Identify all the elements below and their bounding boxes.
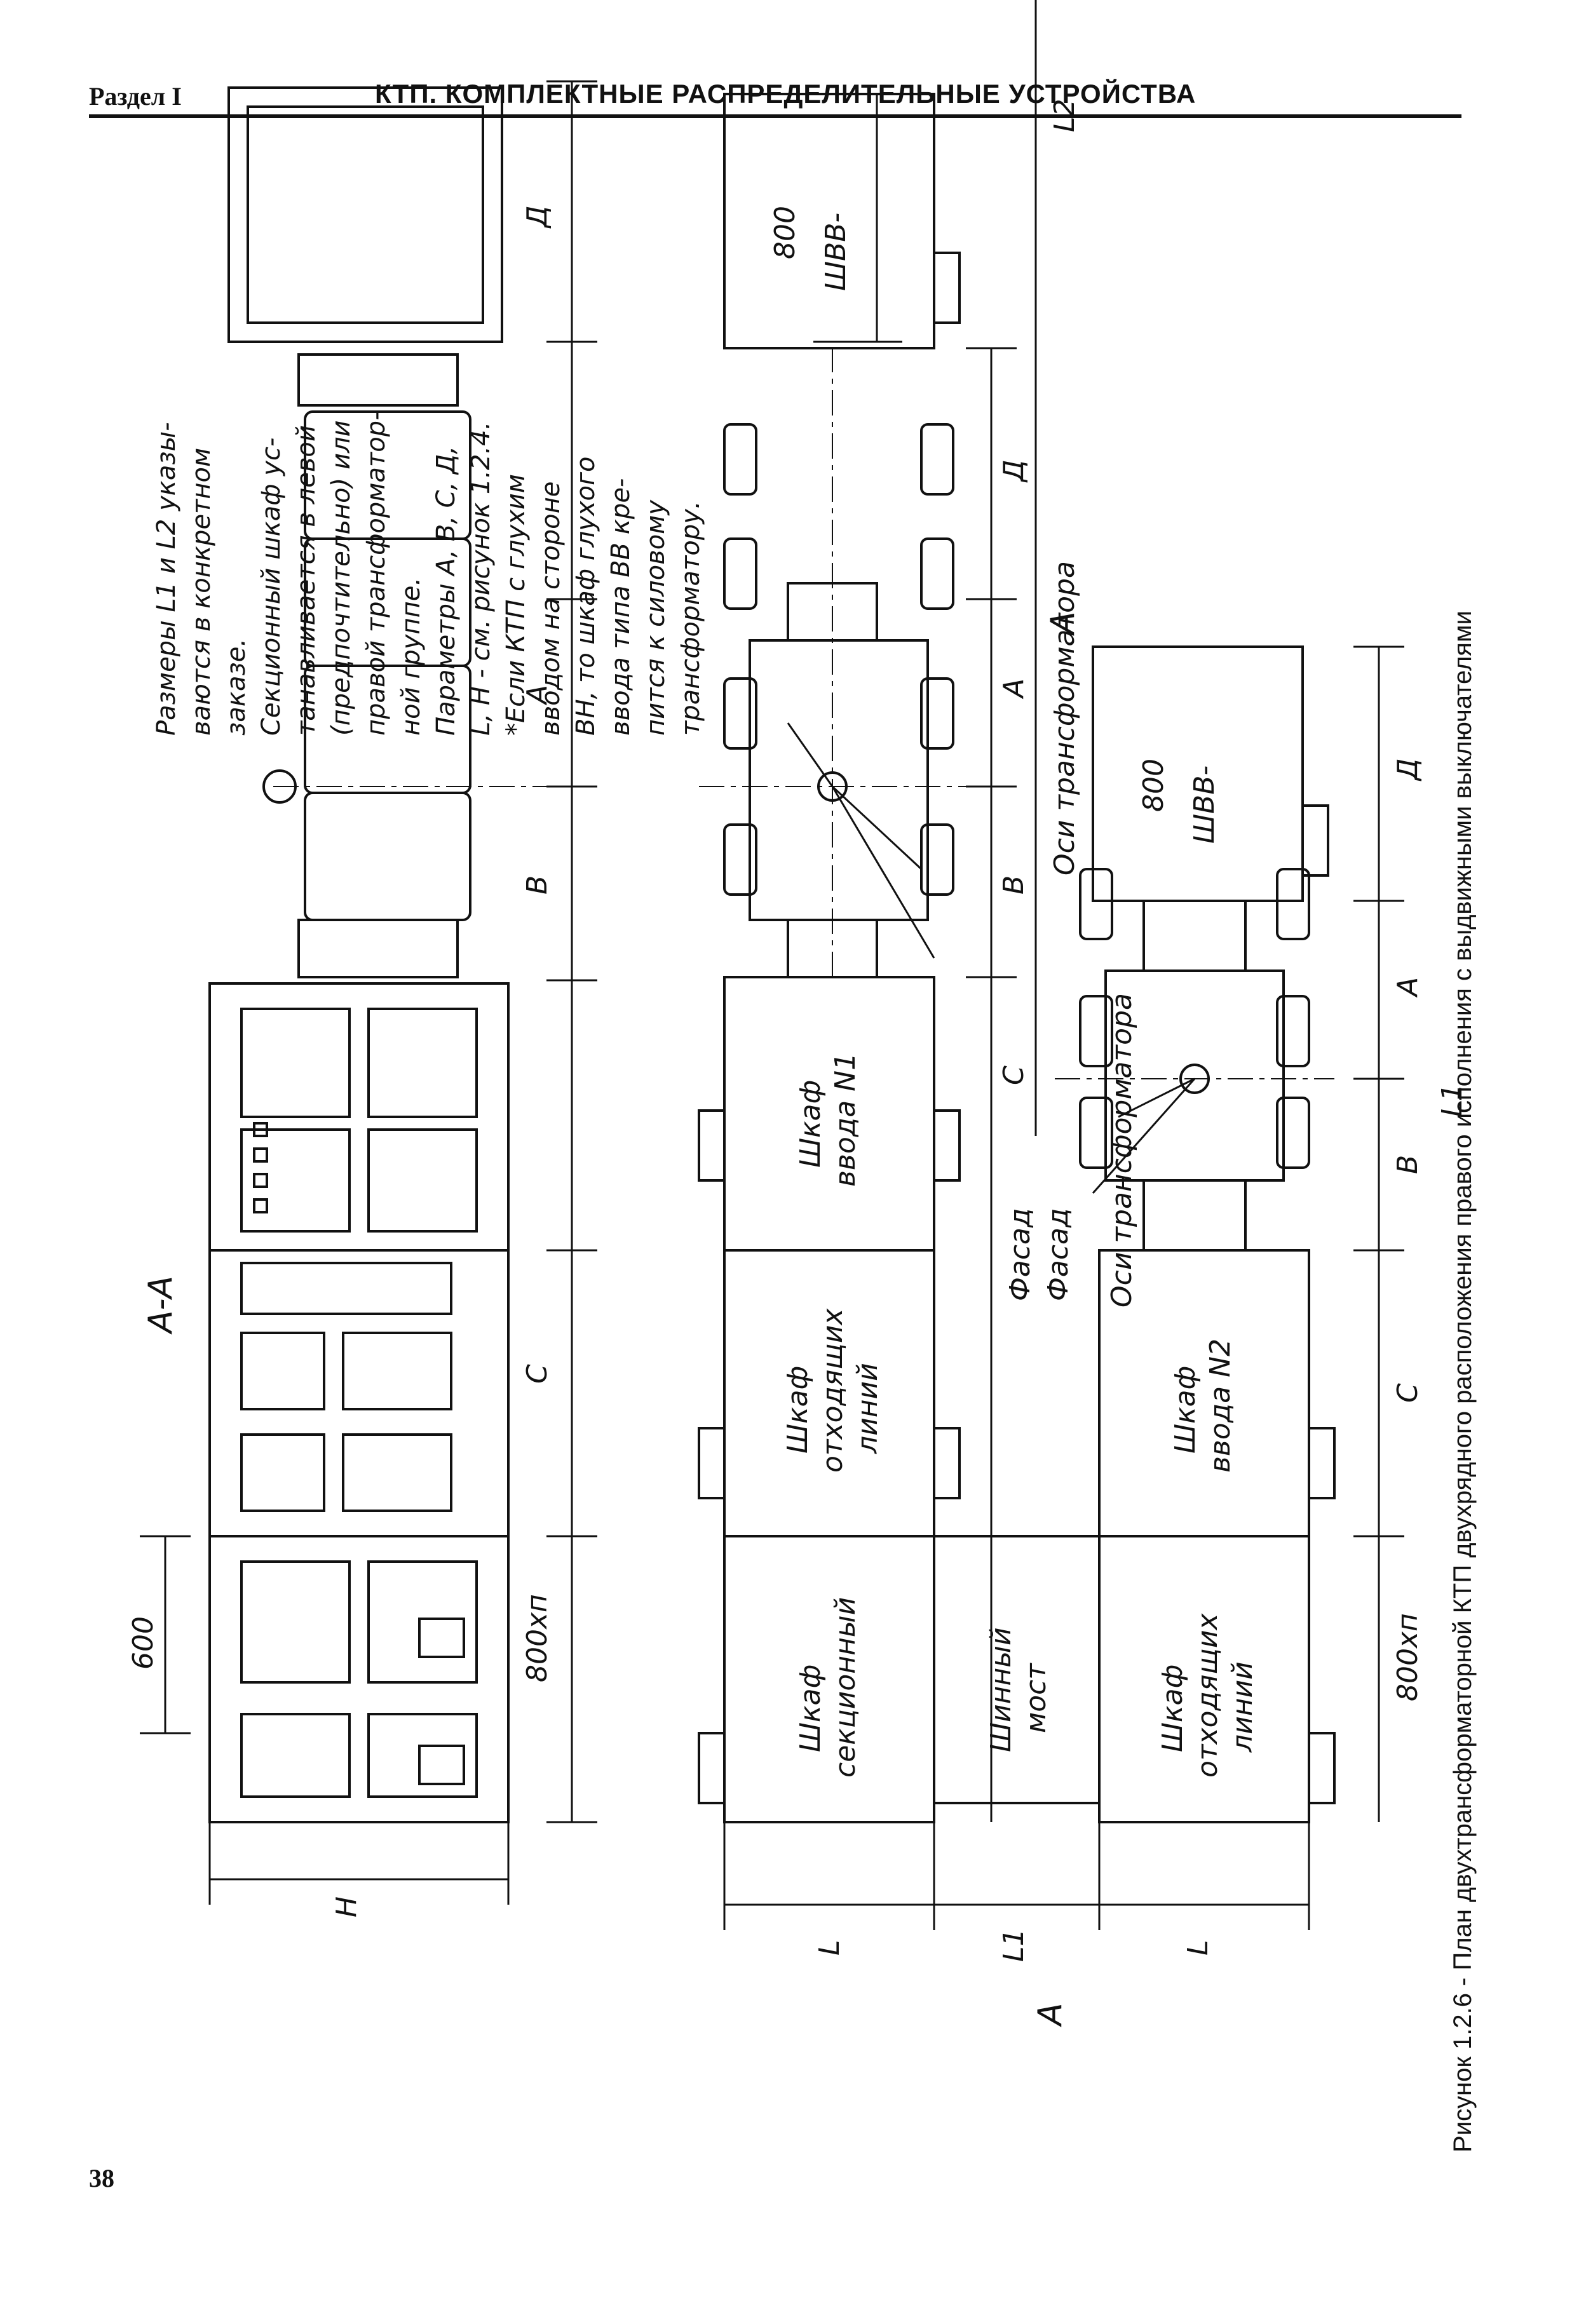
cab-input2-label: ввода N2 xyxy=(1204,1339,1237,1473)
dim-b: В xyxy=(1392,1155,1424,1174)
cab-outgoing-label: Шкаф xyxy=(782,1366,814,1454)
shvv-label: ШВВ- xyxy=(1188,766,1221,844)
cab-outgoing-label: отходящих xyxy=(1191,1613,1224,1778)
dim-a: А xyxy=(1392,977,1424,998)
dim-l: L xyxy=(1182,1940,1214,1956)
plan-row-2-labels: Шинный мост Шкаф отходящих линий Шкаф вв… xyxy=(813,611,1468,2027)
dim-l: L xyxy=(813,1940,846,1956)
plan-row-1-labels: Шкаф секционный Шкаф отходящих линий Шка… xyxy=(769,98,1081,1778)
note-line: трансформатору. xyxy=(676,501,705,736)
dim-c: С xyxy=(1392,1383,1424,1403)
dim-c: С xyxy=(521,1364,553,1384)
cab-input1-label: Шкаф xyxy=(794,1080,827,1168)
dim-800xp: 800хп xyxy=(521,1594,553,1682)
facade-label: Фасад xyxy=(1004,1208,1036,1301)
note-line: правой трансформатор- xyxy=(362,411,391,736)
dim-h: H xyxy=(330,1896,363,1917)
dim-c: С xyxy=(998,1065,1030,1085)
cab-input2-label: Шкаф xyxy=(1169,1366,1202,1454)
dim-l2: L2 xyxy=(1048,98,1081,132)
note-line: ВН, то шкаф глухого xyxy=(571,456,600,736)
cab-input1-label: ввода N1 xyxy=(829,1053,862,1187)
note-line: пится к силовому xyxy=(641,499,670,736)
header-rule xyxy=(89,114,1461,118)
view-marker: А xyxy=(1044,611,1082,636)
page-number: 38 xyxy=(89,2164,114,2192)
note-line: заказе. xyxy=(222,638,251,736)
dim-d: Д xyxy=(1392,759,1424,781)
shvv-label: ШВВ- xyxy=(820,213,852,291)
note-line: ваются в конкретном xyxy=(187,448,216,736)
facade-label: Фасад xyxy=(1042,1208,1074,1301)
dim-800: 800 xyxy=(1137,759,1170,812)
dim-b: В xyxy=(521,875,553,895)
figure-caption: Рисунок 1.2.6 - План двухтрансформаторно… xyxy=(1449,611,1477,2152)
section-label: Раздел I xyxy=(89,82,182,111)
cab-outgoing-label: линий xyxy=(1226,1661,1259,1753)
cab-sectional-label: Шкаф xyxy=(794,1665,827,1752)
cab-outgoing-label: отходящих xyxy=(817,1308,849,1473)
note-line: (предпочтительно) или xyxy=(327,420,356,736)
bus-bridge-label: мост xyxy=(1020,1663,1052,1733)
dim-d: Д xyxy=(998,460,1030,483)
plan-row-2 xyxy=(723,645,1404,1930)
note-line: вводом на стороне xyxy=(536,482,566,736)
section-label-aa: А-А xyxy=(142,1276,180,1335)
dim-800xp: 800хп xyxy=(1392,1613,1424,1701)
figure-notes: Размеры L1 и L2 указы- ваются в конкретн… xyxy=(152,411,705,736)
note-line: Размеры L1 и L2 указы- xyxy=(152,422,181,736)
dim-800: 800 xyxy=(769,206,801,259)
dim-l1: L1 xyxy=(998,1928,1030,1962)
dim-b: В xyxy=(998,875,1030,895)
dim-600: 600 xyxy=(127,1616,159,1670)
plan-row-1 xyxy=(698,0,1037,1823)
note-line: ной группе. xyxy=(397,578,426,736)
section-elevation-labels: 800хп С В А Д H 600 А-А xyxy=(127,206,553,1917)
section-elevation xyxy=(140,80,597,1905)
bus-bridge-label: Шинный xyxy=(985,1627,1017,1752)
dim-a: А xyxy=(998,679,1030,699)
cab-sectional-label: секционный xyxy=(829,1597,862,1778)
dim-l1: L1 xyxy=(1436,1083,1468,1117)
axes-label: Оси трансформатора xyxy=(1106,993,1138,1307)
view-marker: А xyxy=(1031,2003,1069,2027)
cab-outgoing-label: линий xyxy=(851,1363,884,1454)
note-line: ввода типа ВВ кре- xyxy=(606,478,635,736)
axes-label: Оси трансформатора xyxy=(1048,561,1081,875)
cab-outgoing-label: Шкаф xyxy=(1156,1665,1189,1752)
note-line: *Если КТП с глухим xyxy=(501,474,531,736)
note-line: Параметры A, B, C, Д, xyxy=(431,446,461,736)
note-line: Секционный шкаф ус- xyxy=(257,438,286,736)
dim-d: Д xyxy=(521,206,553,229)
dim-a: А xyxy=(521,685,553,706)
